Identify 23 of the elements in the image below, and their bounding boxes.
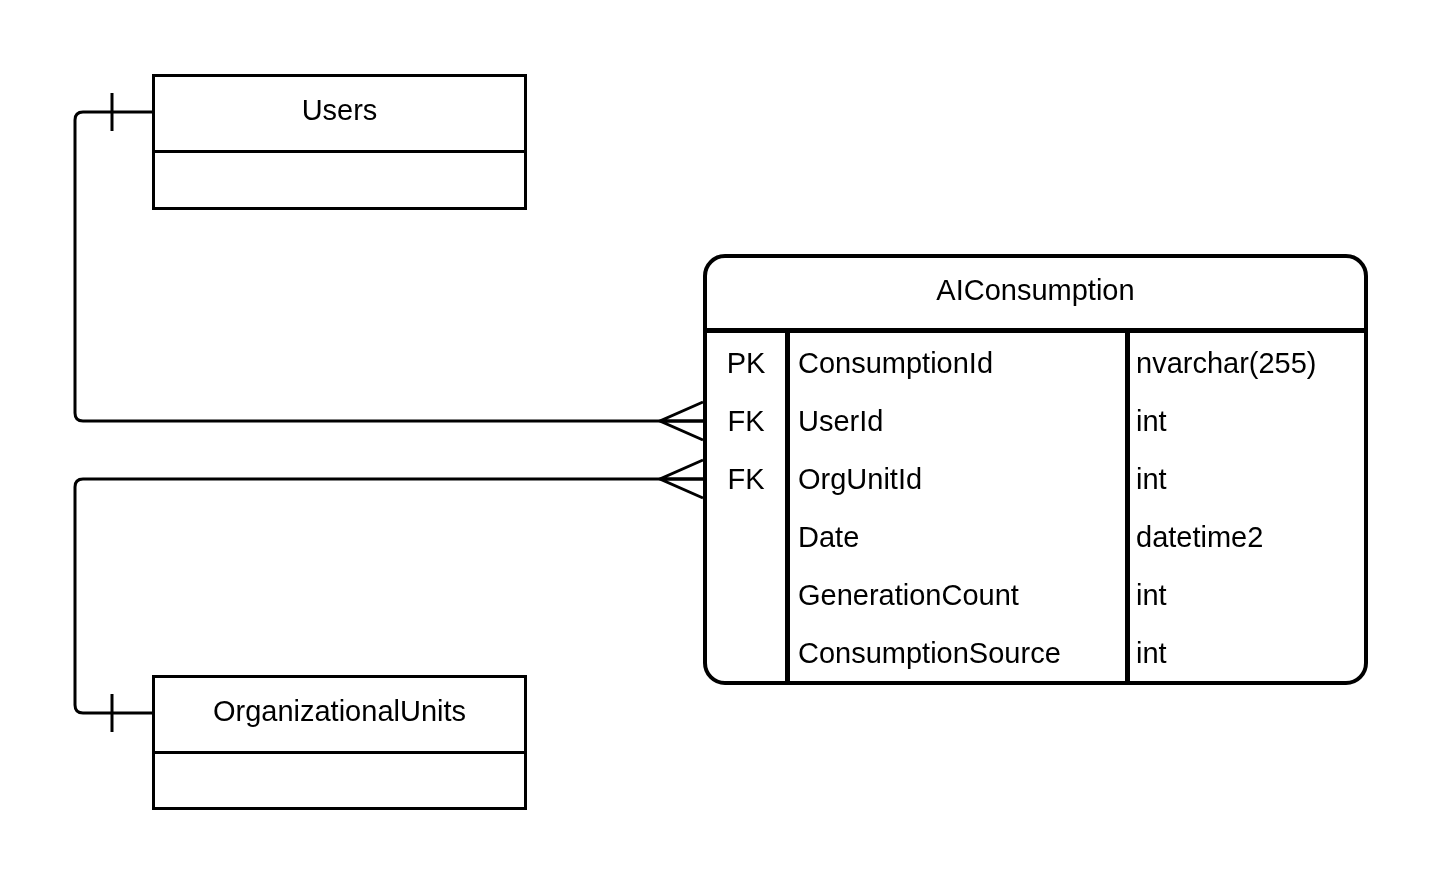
entity-box	[152, 74, 527, 210]
column-name: OrgUnitId	[798, 462, 923, 496]
column-name: ConsumptionSource	[798, 636, 1061, 670]
key-label: FK	[726, 404, 766, 438]
data-type: nvarchar(255)	[1136, 346, 1317, 380]
entity-table	[703, 254, 1368, 685]
column-name: ConsumptionId	[798, 346, 994, 380]
data-type: int	[1136, 578, 1167, 612]
column-name: Date	[798, 520, 860, 554]
key-label: PK	[725, 346, 767, 380]
data-type: datetime2	[1136, 520, 1264, 554]
entity-title: OrganizationalUnits	[211, 694, 468, 728]
entity-box	[152, 675, 527, 810]
column-name: UserId	[798, 404, 884, 438]
relationship-line	[73, 91, 705, 442]
entity-title: Users	[300, 93, 379, 127]
data-type: int	[1136, 636, 1167, 670]
table-title: AIConsumption	[935, 273, 1136, 307]
data-type: int	[1136, 462, 1167, 496]
relationship-line	[73, 458, 705, 734]
key-label: FK	[726, 462, 766, 496]
column-name: GenerationCount	[798, 578, 1019, 612]
data-type: int	[1136, 404, 1167, 438]
